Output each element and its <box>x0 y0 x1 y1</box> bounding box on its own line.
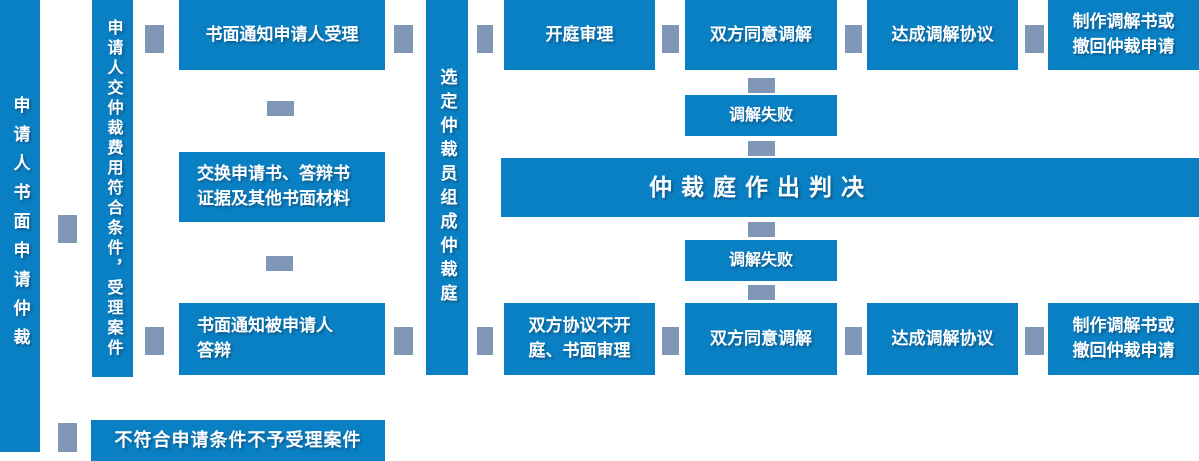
node-mediation-failed-bottom: 调解失败 <box>685 240 837 281</box>
connector <box>145 327 164 355</box>
connector <box>58 215 77 243</box>
node-exchange-documents: 交换申请书、答辩书 证据及其他书面材料 <box>179 152 385 222</box>
connector <box>845 25 862 53</box>
node-label: 交换申请书、答辩书 <box>197 164 350 184</box>
node-reject-case-not-qualified: 不符合申请条件不予受理案件 <box>91 420 385 461</box>
connector <box>748 222 775 237</box>
node-mediation-failed-top: 调解失败 <box>685 95 837 136</box>
node-notify-applicant-acceptance: 书面通知申请人受理 <box>179 0 385 70</box>
node-label: 书面通知申请人受理 <box>205 24 359 44</box>
node-label: 不符合申请条件不予受理案件 <box>114 430 362 451</box>
connector <box>662 25 679 53</box>
connector <box>267 101 294 116</box>
connector <box>748 78 775 93</box>
connector <box>145 25 164 53</box>
node-both-agree-mediation-bottom: 双方同意调解 <box>685 303 837 375</box>
connector <box>394 327 413 355</box>
node-make-mediation-document-top: 制作调解书或 撤回仲裁申请 <box>1048 0 1199 70</box>
node-tribunal-makes-ruling: 仲裁庭作出判决 <box>501 158 1199 217</box>
node-reach-mediation-agreement-top: 达成调解协议 <box>867 0 1018 70</box>
node-label: 达成调解协议 <box>891 328 994 348</box>
node-label: 撤回仲裁申请 <box>1072 37 1175 56</box>
bar-pay-fee-accept-case: 申请人交仲裁费用符合条件，受理案件 <box>92 0 133 377</box>
node-both-agree-mediation-top: 双方同意调解 <box>685 0 837 70</box>
connector <box>477 327 493 355</box>
connector <box>662 327 679 355</box>
node-make-mediation-document-bottom: 制作调解书或 撤回仲裁申请 <box>1048 303 1199 375</box>
node-reach-mediation-agreement-bottom: 达成调解协议 <box>867 303 1018 375</box>
node-label: 调解失败 <box>728 106 793 124</box>
node-label: 证据及其他书面材料 <box>197 189 350 208</box>
node-written-review-no-hearing: 双方协议不开 庭、书面审理 <box>504 303 655 375</box>
connector <box>1025 327 1044 355</box>
connector <box>394 25 413 53</box>
node-label: 双方同意调解 <box>710 328 812 348</box>
connector <box>845 327 862 355</box>
connector <box>477 25 493 53</box>
node-notify-respondent-defense: 书面通知被申请人 答辩 <box>179 303 385 375</box>
node-court-hearing: 开庭审理 <box>504 0 655 70</box>
node-label: 双方同意调解 <box>710 24 812 44</box>
bar-written-arbitration-application: 申请人书面申请仲裁 <box>0 0 40 452</box>
connector <box>266 256 293 271</box>
node-label: 答辩 <box>197 341 231 360</box>
connector <box>1025 25 1044 53</box>
node-label: 制作调解书或 <box>1072 316 1175 336</box>
connector <box>748 141 775 156</box>
node-label: 制作调解书或 <box>1072 12 1175 32</box>
node-label: 调解失败 <box>728 251 793 269</box>
node-label: 书面通知被申请人 <box>197 316 333 336</box>
node-label: 双方协议不开 <box>528 316 631 336</box>
connector <box>748 285 775 300</box>
node-label: 达成调解协议 <box>891 24 994 44</box>
node-label: 撤回仲裁申请 <box>1072 341 1175 360</box>
node-label: 开庭审理 <box>545 24 614 44</box>
connector <box>58 423 77 452</box>
node-label: 仲裁庭作出判决 <box>649 173 873 200</box>
bar-select-arbitrators-form-tribunal: 选定仲裁员组成仲裁庭 <box>426 0 468 375</box>
node-label: 庭、书面审理 <box>528 341 631 360</box>
